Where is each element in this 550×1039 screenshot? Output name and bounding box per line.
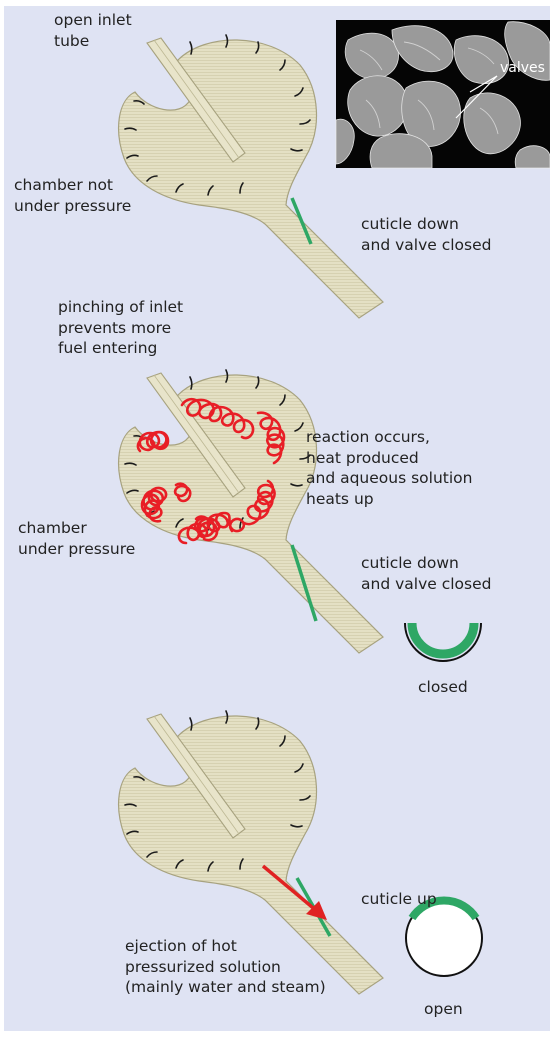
valve-micrograph (336, 20, 550, 168)
cuticle-label-stage-1: cuticle down and valve closed (361, 214, 491, 255)
valve-closed-label: closed (418, 677, 468, 698)
reaction-label: reaction occurs, heat produced and aqueo… (306, 427, 472, 509)
valve-open-label: open (424, 999, 463, 1020)
chamber-label-stage-1: chamber not under pressure (14, 175, 131, 216)
cuticle-label-stage-3: cuticle up (361, 889, 437, 910)
valves-label: valves (500, 60, 545, 76)
valve-open-icon (406, 900, 482, 976)
chamber-label-stage-2: chamber under pressure (18, 518, 135, 559)
cuticle-label-stage-2: cuticle down and valve closed (361, 553, 491, 594)
ejection-label: ejection of hot pressurized solution (ma… (125, 936, 326, 998)
inlet-label-stage-1: open inlet tube (54, 10, 132, 51)
inlet-label-stage-2: pinching of inlet prevents more fuel ent… (58, 297, 183, 359)
